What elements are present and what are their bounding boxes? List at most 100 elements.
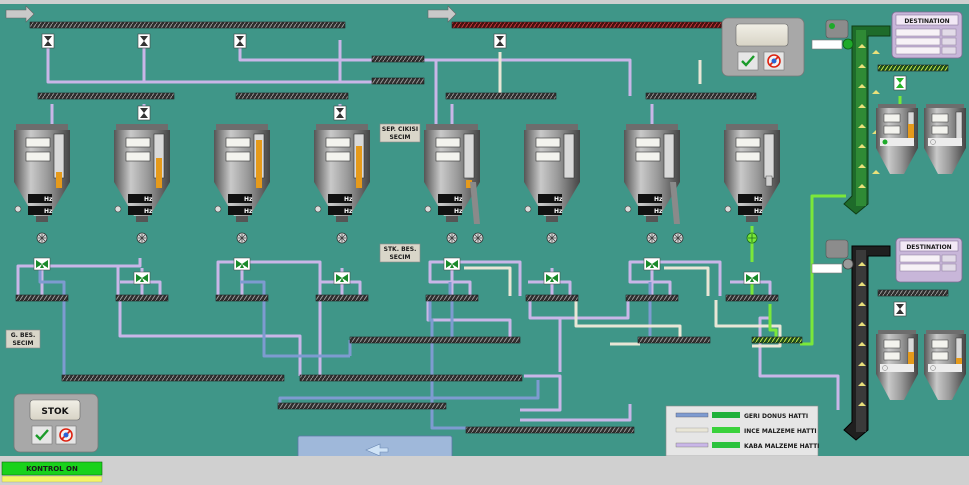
- three-way-valve-icon[interactable]: [33, 257, 51, 271]
- destination-silo[interactable]: [924, 330, 966, 400]
- label-line: SECIM: [12, 340, 33, 347]
- top-screw-conveyor-1[interactable]: [29, 21, 346, 29]
- screw-conveyor[interactable]: [525, 294, 579, 302]
- screw-conveyor[interactable]: [349, 336, 521, 344]
- screw-conveyor[interactable]: [725, 294, 779, 302]
- destination-panel-top[interactable]: DESTINATION: [891, 11, 963, 59]
- screw-conveyors: [15, 21, 949, 452]
- silos: Hz Hz Hz Hz Hz Hz Hz Hz: [14, 124, 780, 244]
- legend-item: GERI DONUS HATTI: [675, 412, 808, 420]
- stok-cancel-button[interactable]: [55, 425, 77, 445]
- small-silos: [876, 104, 966, 400]
- g-bes-secim-label[interactable]: G. BES. SECIM: [5, 329, 41, 349]
- confirm-button[interactable]: [737, 51, 759, 71]
- stok-button[interactable]: STOK: [29, 399, 81, 421]
- inlet-arrows: [5, 5, 457, 23]
- silo[interactable]: Hz Hz: [424, 124, 484, 244]
- control-panel-top: [721, 17, 805, 77]
- screw-conveyor[interactable]: [61, 374, 285, 382]
- legend-item: KABA MALZEME HATTI: [675, 442, 819, 450]
- destination-silo[interactable]: [876, 330, 918, 400]
- stok-panel: STOK: [13, 393, 99, 453]
- panel-display: [735, 23, 789, 47]
- destination-silo[interactable]: [876, 104, 918, 174]
- elevator-readout: [811, 263, 843, 274]
- top-screw-conveyor-2[interactable]: [451, 21, 723, 29]
- screw-conveyor[interactable]: [371, 55, 425, 63]
- checkmark-icon: [35, 429, 49, 441]
- hz-readout: Hz: [754, 196, 763, 203]
- active-screw-conveyor[interactable]: [751, 336, 803, 344]
- silo[interactable]: Hz Hz: [314, 124, 370, 244]
- hz-readout: Hz: [144, 196, 153, 203]
- three-way-valve-icon[interactable]: [643, 257, 661, 271]
- pipe-network: [16, 40, 902, 430]
- diverter-valve-icon[interactable]: [893, 301, 907, 317]
- bucket-elevator-bottom[interactable]: [811, 239, 891, 441]
- stk-bes-secim-label[interactable]: STK. BES. SECIM: [379, 243, 421, 263]
- hz-readout: Hz: [554, 208, 563, 215]
- screw-conveyor[interactable]: [299, 374, 523, 382]
- silo[interactable]: Hz Hz: [724, 124, 780, 244]
- three-way-valve-icon[interactable]: [543, 271, 561, 285]
- destination-title: DESTINATION: [906, 244, 951, 251]
- screw-conveyor[interactable]: [315, 294, 369, 302]
- silo[interactable]: Hz Hz: [524, 124, 580, 244]
- silo[interactable]: Hz Hz: [14, 124, 70, 244]
- diverter-valve-icon[interactable]: [137, 33, 151, 49]
- destination-silo[interactable]: [924, 104, 966, 174]
- kontrol-status-badge[interactable]: KONTROL ON: [1, 461, 103, 476]
- hz-readout: Hz: [344, 208, 353, 215]
- stok-confirm-button[interactable]: [31, 425, 53, 445]
- three-way-valve-icon[interactable]: [333, 271, 351, 285]
- elevator-readout: [811, 39, 843, 50]
- silo[interactable]: Hz Hz: [114, 124, 170, 244]
- stok-label: STOK: [41, 407, 69, 417]
- screw-conveyor[interactable]: [37, 92, 175, 100]
- destination-panel-bottom[interactable]: DESTINATION: [895, 237, 963, 283]
- screw-conveyor[interactable]: [115, 294, 169, 302]
- diverter-valve-icon[interactable]: [893, 75, 907, 91]
- diverter-valve-icon[interactable]: [333, 105, 347, 121]
- bucket-elevator-top[interactable]: [811, 19, 891, 215]
- inlet-arrow-icon: [5, 5, 35, 23]
- sep-cikisi-secim-label[interactable]: SEP. CIKISI SECIM: [379, 123, 421, 143]
- screw-conveyor[interactable]: [425, 294, 479, 302]
- motor-icon: [825, 19, 849, 39]
- diverter-valve-icon[interactable]: [233, 33, 247, 49]
- screw-conveyor[interactable]: [371, 77, 425, 85]
- hz-readout: Hz: [44, 196, 53, 203]
- diverter-valve-icon[interactable]: [41, 33, 55, 49]
- silo[interactable]: Hz Hz: [624, 124, 684, 244]
- inlet-arrow-icon: [427, 5, 457, 23]
- hz-readout: Hz: [654, 208, 663, 215]
- screw-conveyor[interactable]: [625, 294, 679, 302]
- screw-conveyor[interactable]: [465, 426, 635, 434]
- motor-icon: [825, 239, 849, 259]
- label-line: SEP. CIKISI: [382, 126, 418, 133]
- screw-conveyor[interactable]: [277, 402, 447, 410]
- legend-item: INCE MALZEME HATTI: [675, 427, 817, 435]
- screw-conveyor[interactable]: [637, 336, 711, 344]
- screw-conveyor[interactable]: [445, 92, 557, 100]
- screw-conveyor[interactable]: [15, 294, 69, 302]
- screw-conveyor[interactable]: [645, 92, 757, 100]
- screw-conveyor[interactable]: [215, 294, 269, 302]
- cancel-button[interactable]: [763, 51, 785, 71]
- three-way-valve-icon[interactable]: [443, 257, 461, 271]
- destination-title: DESTINATION: [904, 18, 949, 25]
- screw-conveyor[interactable]: [235, 92, 349, 100]
- silo[interactable]: Hz Hz: [214, 124, 270, 244]
- destination-screw-top[interactable]: [877, 64, 949, 72]
- three-way-valve-icon[interactable]: [743, 271, 761, 285]
- three-way-valve-icon[interactable]: [133, 271, 151, 285]
- diverter-valve-icon[interactable]: [493, 33, 507, 49]
- return-hopper: [297, 435, 453, 461]
- hz-readout: Hz: [244, 196, 253, 203]
- label-line: SECIM: [389, 134, 410, 141]
- destination-screw-bottom[interactable]: [877, 289, 949, 297]
- diverter-valve-icon[interactable]: [137, 105, 151, 121]
- hz-readout: Hz: [454, 196, 463, 203]
- hz-readout: Hz: [144, 208, 153, 215]
- three-way-valve-icon[interactable]: [233, 257, 251, 271]
